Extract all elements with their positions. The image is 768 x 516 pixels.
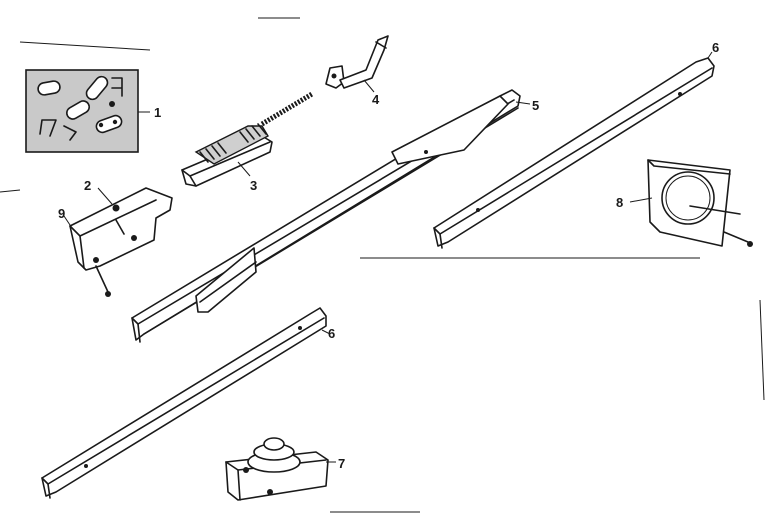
callout-7: 7 [338, 456, 345, 471]
trolley-part [181, 91, 314, 187]
leader-lines [63, 51, 713, 463]
callout-4: 4 [372, 92, 380, 107]
callout-6-upper: 6 [712, 40, 719, 55]
callout-8: 8 [616, 195, 623, 210]
callout-5: 5 [532, 98, 539, 113]
rail-right-part [433, 57, 715, 249]
callout-1: 1 [154, 105, 161, 120]
callout-3: 3 [250, 178, 257, 193]
bracket-part [325, 35, 389, 89]
hardware-bag-part [25, 69, 139, 153]
callout-2: 2 [84, 178, 91, 193]
scan-marks [0, 17, 765, 513]
idler-plate-part [647, 159, 753, 247]
pulley-carriage-part [225, 437, 329, 501]
callout-9: 9 [58, 206, 65, 221]
main-rail-part [131, 89, 521, 343]
rail-left-part [41, 307, 327, 499]
callout-6-lower: 6 [328, 326, 335, 341]
mounting-bracket-part [69, 187, 173, 297]
